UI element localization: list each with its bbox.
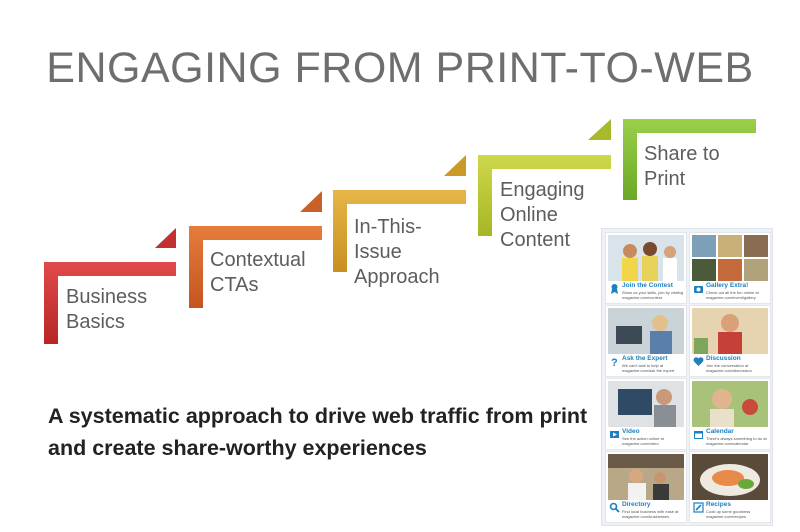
camera-icon [694,286,703,293]
search-icon [609,502,620,513]
step-arrow-2 [189,191,322,308]
card-desc: Join the conversation at magazine.com/di… [706,363,752,373]
step-arrow-3 [333,155,466,272]
card-ask-the-expert: ? Ask the Expert We can't wait to help a… [605,305,687,377]
card-title: Join the Contest [622,282,673,289]
card-desc: There's always something to do at magazi… [706,436,767,446]
card-title: Ask the Expert [622,355,668,362]
step-label-4: Engaging Online Content [500,179,585,251]
card-title: Recipes [706,501,731,508]
step-arrow-5 [623,119,756,200]
step-arrow-4 [478,119,611,236]
pencil-icon [693,502,704,513]
step-label-1: Business Basics [66,286,148,333]
heart-icon [693,357,704,366]
card-desc: See the action online at magazine.com/vi… [622,436,664,446]
magazine-page-thumbnail: Join the Contest Show us your skills, jo… [601,228,773,526]
step-label-3: In-This- Issue Approach [354,216,440,288]
card-title: Gallery Extra! [706,282,749,289]
card-title: Directory [622,501,651,508]
video-icon [610,431,619,438]
calendar-photo [692,381,768,427]
expert-photo [608,308,684,354]
card-desc: Show us your skills, join by visiting ma… [622,290,684,300]
card-desc: Find local business with ease at magazin… [622,509,679,519]
step-label-5: Share to Print [644,143,720,190]
discussion-photo [692,308,768,354]
card-discussion: Discussion Join the conversation at maga… [689,305,771,377]
card-gallery-extra: Gallery Extra! Check out all the fun onl… [689,232,771,304]
gallery-photo [692,235,768,281]
card-calendar: Calendar There's always something to do … [689,378,771,450]
card-video: Video See the action online at magazine.… [605,378,687,450]
recipes-photo [692,454,768,500]
card-recipes: Recipes Cook up some goodness magazine.c… [689,451,771,523]
card-title: Calendar [706,428,734,435]
video-photo [608,381,684,427]
card-title: Video [622,428,640,435]
card-desc: Check out all the fun online at magazine… [706,290,759,300]
question-icon: ? [611,357,618,367]
directory-photo [608,454,684,500]
slide-title: ENGAGING FROM PRINT-TO-WEB [46,44,754,92]
card-join-the-contest: Join the Contest Show us your skills, jo… [605,232,687,304]
ribbon-icon [611,284,618,294]
contest-photo [608,235,684,281]
card-desc: Cook up some goodness magazine.com/recip… [706,509,751,519]
slide-subtitle: A systematic approach to drive web traff… [48,404,588,460]
svg-text:?: ? [611,357,618,367]
card-title: Discussion [706,355,741,362]
step-label-2: Contextual CTAs [210,249,306,296]
card-directory: Directory Find local business with ease … [605,451,687,523]
calendar-icon [694,431,703,439]
step-arrow-1 [44,228,176,344]
card-desc: We can't wait to help at magazine.com/as… [622,363,675,373]
